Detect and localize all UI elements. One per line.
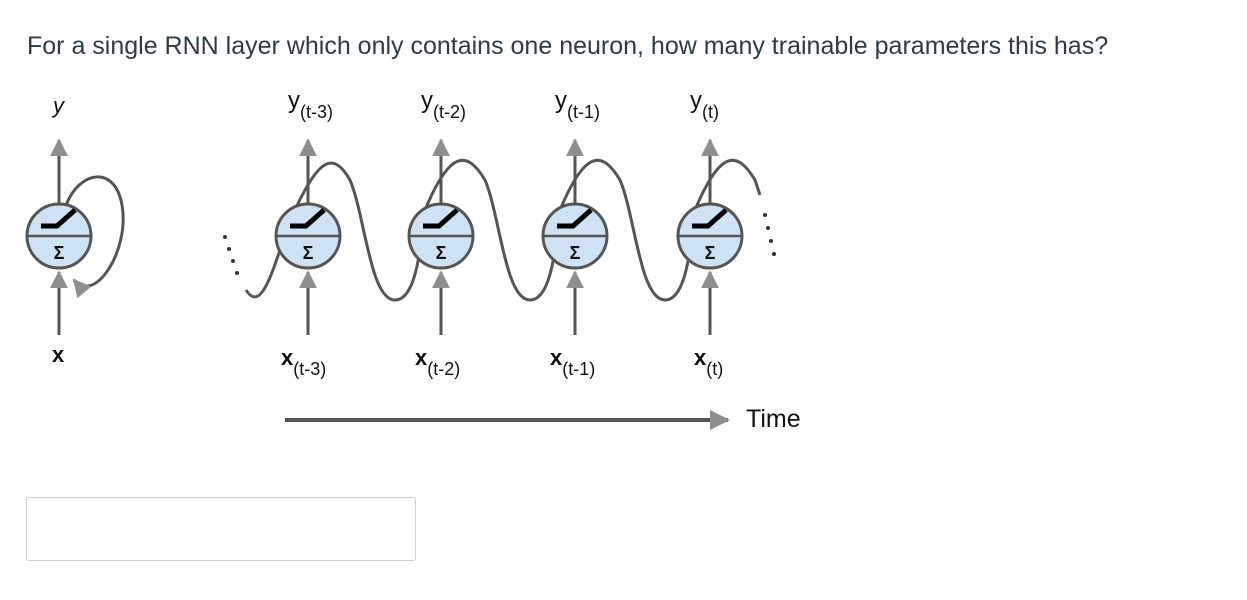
answer-input[interactable] — [26, 497, 416, 561]
output-label: y(t-1) — [555, 87, 600, 122]
activation-step-icon — [41, 208, 77, 229]
recurrent-connection-wave — [244, 159, 762, 302]
unrolled-neuron: Σ — [407, 138, 475, 335]
input-label: x(t-1) — [550, 345, 595, 379]
folded-neuron: Σ — [25, 138, 125, 335]
activation-step-icon — [290, 208, 326, 229]
ellipsis-left — [223, 235, 239, 275]
input-label: x(t) — [694, 345, 723, 379]
input-label: x(t-2) — [415, 345, 460, 379]
folded-output-label: y — [51, 93, 66, 118]
input-label: x(t-3) — [281, 345, 326, 379]
time-label: Time — [746, 405, 801, 433]
sum-symbol: Σ — [436, 243, 447, 263]
output-label: y(t-3) — [288, 87, 333, 122]
question-text: For a single RNN layer which only contai… — [27, 32, 1109, 60]
activation-step-icon — [423, 208, 459, 229]
folded-input-label: x — [52, 342, 65, 367]
unrolled-neuron: Σ — [676, 138, 744, 335]
unrolled-neuron: Σ — [274, 138, 342, 335]
folded-recurrent-loop — [64, 175, 125, 299]
sum-symbol: Σ — [705, 243, 716, 263]
sum-symbol: Σ — [54, 243, 65, 263]
output-label: y(t) — [690, 87, 719, 122]
output-label: y(t-2) — [421, 87, 466, 122]
activation-step-icon — [557, 208, 593, 229]
activation-step-icon — [692, 208, 728, 229]
sum-symbol: Σ — [303, 243, 314, 263]
unrolled-neuron: Σ — [541, 138, 609, 335]
ellipsis-right — [763, 213, 776, 256]
sum-symbol: Σ — [570, 243, 581, 263]
